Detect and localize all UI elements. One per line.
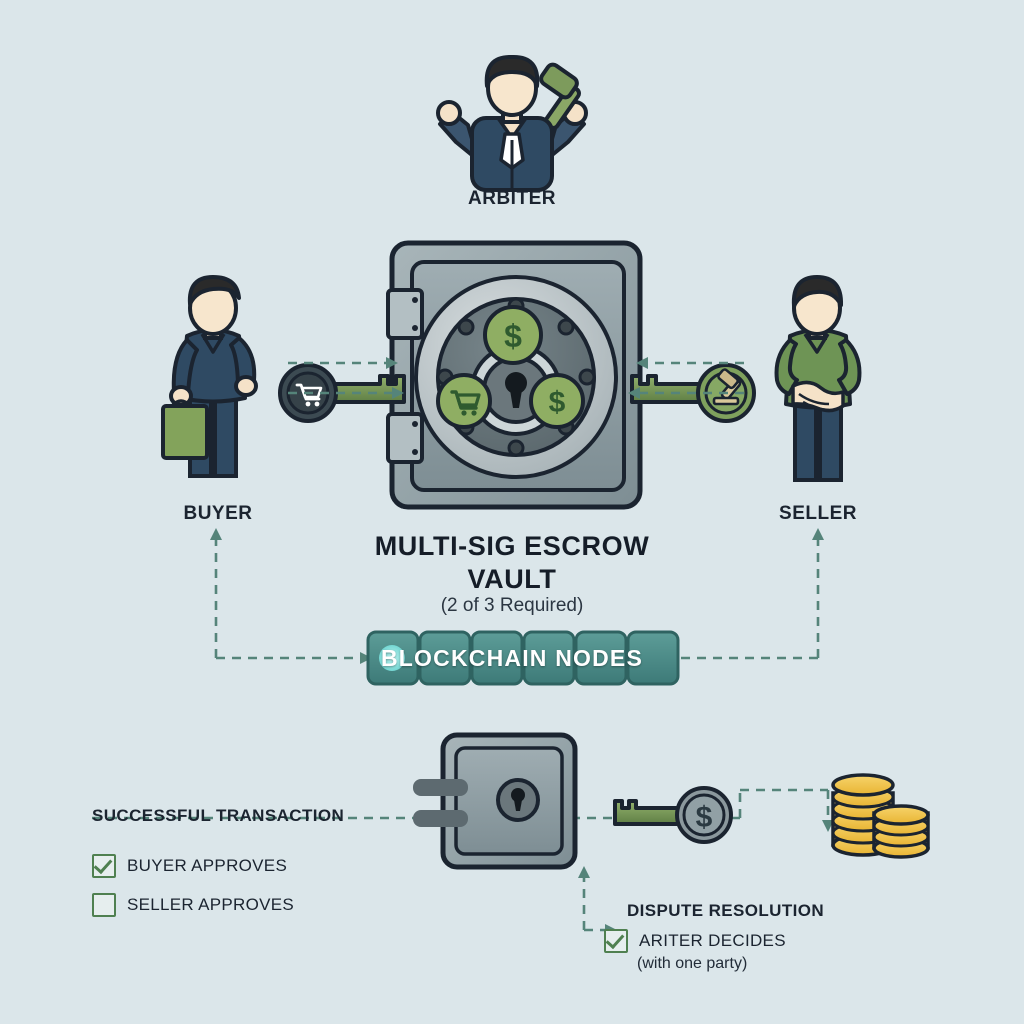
checklist-item-buyer-approves[interactable]: BUYER APPROVES (92, 854, 287, 878)
vault-title: MULTI-SIG ESCROW VAULT (0, 530, 1024, 596)
buyer-label: BUYER (183, 503, 253, 524)
checkbox-arbiter-decides[interactable] (604, 929, 628, 953)
seller-label: SELLER (779, 503, 857, 524)
arbiter-figure (436, 54, 588, 192)
vault-subtitle: (2 of 3 Required) (440, 595, 584, 616)
dollar-badge-right: $ (529, 373, 585, 429)
coin-stacks (831, 773, 930, 859)
dollar-badge-top: $ (483, 305, 543, 365)
vault-title-line1: MULTI-SIG ESCROW (374, 531, 650, 561)
safe-keyhole-icon (511, 788, 525, 811)
outcome-safe (413, 732, 578, 870)
safe-bolt-top (413, 779, 468, 796)
blockchain-node (574, 630, 628, 686)
coin-stack-short (872, 804, 930, 859)
dispute-note: (with one party) (637, 955, 748, 972)
blockchain-node (626, 630, 680, 686)
vault-hinge-bottom (386, 412, 424, 464)
checkbox-label-arbiter-decides: ARITER DECIDES (639, 931, 786, 950)
checklist-item-seller-approves[interactable]: SELLER APPROVES (92, 893, 294, 917)
blockchain-node (522, 630, 576, 686)
dispute-resolution-heading: DISPUTE RESOLUTION (627, 901, 825, 920)
checkbox-label-seller-approves: SELLER APPROVES (127, 895, 295, 914)
safe-bolt-bottom (413, 810, 468, 827)
seller-figure (774, 275, 862, 482)
handshake-icon (791, 380, 845, 413)
checkbox-seller-approves[interactable] (92, 893, 116, 917)
vault-hinge-top (386, 288, 424, 340)
dollar-icon: $ (696, 801, 713, 834)
escrow-vault: $ $ (386, 240, 643, 510)
blockchain-node (418, 630, 472, 686)
vault-title-line2: VAULT (467, 564, 557, 594)
checkbox-buyer-approves[interactable] (92, 854, 116, 878)
checkbox-label-buyer-approves: BUYER APPROVES (127, 856, 288, 875)
arbiter-label: ARBITER (468, 188, 556, 209)
keyhole-icon (505, 372, 527, 408)
cart-badge-left (436, 373, 492, 429)
svg-text:$: $ (504, 318, 522, 354)
successful-transaction-heading: SUCCESSFUL TRANSACTION (92, 806, 345, 825)
node-glow-indicator (379, 645, 405, 671)
checklist-item-arbiter-decides[interactable]: ARITER DECIDES (604, 929, 786, 953)
buyer-figure (161, 275, 258, 478)
blockchain-node-chain (366, 630, 680, 686)
svg-text:$: $ (549, 386, 566, 419)
blockchain-node (470, 630, 524, 686)
flow-connectors (92, 361, 830, 932)
release-key: $ (613, 786, 733, 844)
shopping-bag-icon (161, 404, 209, 460)
